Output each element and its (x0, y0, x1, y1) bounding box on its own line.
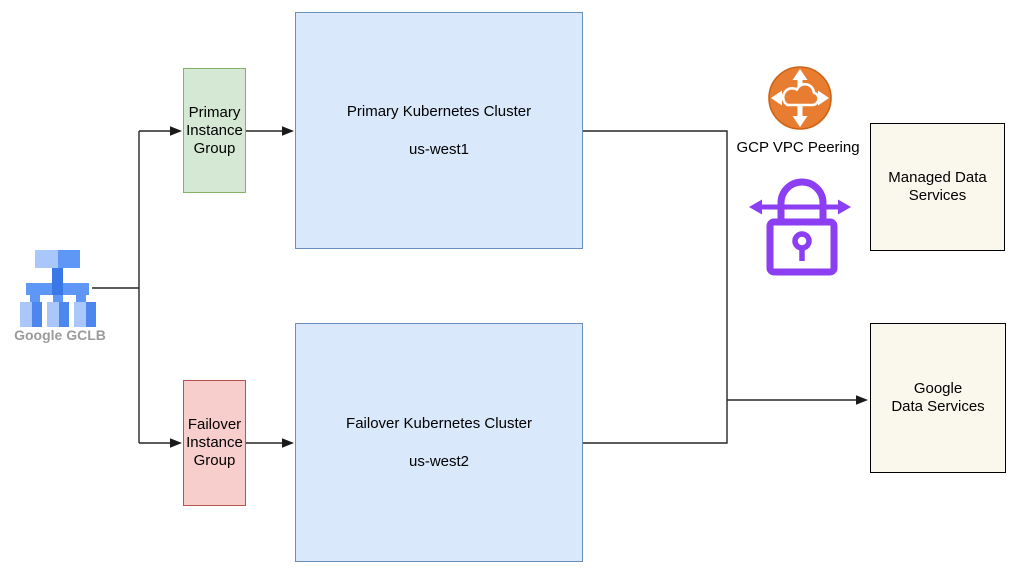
arrowhead (170, 126, 182, 136)
vpc-peering-icon (768, 66, 832, 130)
primary-instance-group-box: Primary Instance Group (183, 68, 246, 193)
failover-kubernetes-cluster-box: Failover Kubernetes Cluster us-west2 (295, 323, 583, 562)
arrowhead (282, 438, 294, 448)
primary-cluster-region: us-west1 (408, 140, 470, 158)
managed-data-services-line2: Services (908, 187, 967, 204)
primary-kubernetes-cluster-box: Primary Kubernetes Cluster us-west1 (295, 12, 583, 249)
gclb-load-balancer-icon (20, 250, 96, 327)
arrowhead (856, 395, 868, 405)
arrowhead (170, 438, 182, 448)
managed-data-services-line1: Managed Data (888, 169, 987, 186)
google-data-services-box: Google Data Services (870, 323, 1006, 473)
vpc-peering-label: GCP VPC Peering (736, 139, 860, 156)
failover-cluster-region: us-west2 (408, 452, 470, 470)
managed-data-services-box: Managed Data Services (870, 123, 1005, 251)
primary-instance-group-label: Primary Instance Group (186, 103, 243, 157)
google-data-services-line1: Google (913, 380, 963, 397)
gclb-label: Google GCLB (14, 327, 106, 343)
edge-clusters-merge (583, 130, 728, 444)
arrowhead (282, 126, 294, 136)
lock-bidirectional-arrow-icon (749, 178, 851, 276)
primary-cluster-name: Primary Kubernetes Cluster (346, 102, 532, 120)
failover-instance-group-box: Failover Instance Group (183, 380, 246, 506)
google-data-services-line2: Data Services (891, 398, 985, 415)
failover-instance-group-label: Failover Instance Group (186, 416, 243, 469)
failover-cluster-name: Failover Kubernetes Cluster (346, 414, 532, 432)
